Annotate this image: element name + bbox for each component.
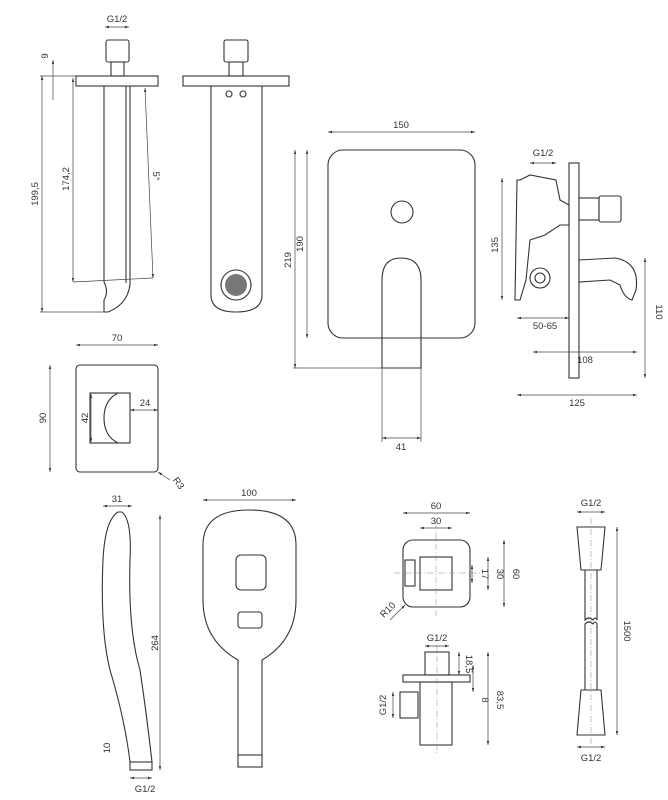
hand-shower-front-view: 100: [202, 488, 297, 768]
outlet-side-thread-label: G1/2: [378, 695, 389, 716]
outlet-side-view: G1/2 18,5 8 83,5 G1/2: [378, 633, 505, 755]
spout-flange-label: 9: [40, 53, 51, 58]
wall-plate-view: 70 90 42 24 R3: [38, 333, 186, 492]
outlet-height-label: 60: [510, 569, 521, 580]
total-depth-label: 125: [569, 398, 585, 409]
depth-range-label: 50-65: [533, 321, 557, 332]
spout-side-view: G1/2 9 199,5 174,2 5°: [30, 14, 161, 313]
hand-shower-length-label: 264: [150, 635, 161, 651]
plate-radius-label: R3: [170, 475, 186, 491]
aerator-icon: [220, 269, 252, 301]
mixer-total-height-label: 219: [283, 252, 294, 268]
outlet-top-height-label: 18,5: [463, 655, 474, 674]
hose-bottom-thread-label: G1/2: [581, 753, 602, 764]
spout-height-label: 199,5: [30, 182, 41, 206]
hand-shower-width-label: 100: [241, 488, 257, 499]
mixer-lever-height-label: 110: [653, 304, 664, 319]
mixer-front-view: 150 190 219 41: [283, 120, 476, 453]
hose-top-thread-label: G1/2: [581, 498, 602, 509]
outlet-width-label: 60: [431, 501, 442, 512]
offset-label: 24: [140, 398, 151, 409]
mixer-side-thread-label: G1/2: [533, 148, 554, 159]
outlet-inner-height-label: 30: [494, 569, 505, 580]
hand-shower-thread-label: G1/2: [135, 784, 156, 795]
outlet-hole-label: 17: [479, 569, 490, 580]
spout-body-label: 174,2: [61, 167, 72, 191]
outlet-radius-label: R10: [378, 600, 398, 620]
outlet-top-thread-label: G1/2: [427, 633, 448, 644]
mixer-width-label: 150: [393, 120, 409, 131]
plate-height-label: 90: [38, 413, 49, 424]
lever-depth-label: 108: [577, 355, 593, 366]
mixer-plate-height-label: 190: [295, 236, 306, 252]
outlet-plate-label: 8: [479, 697, 490, 702]
spout-front-view: [182, 39, 290, 313]
mixer-side-view: G1/2 135 110 50-65 108 125: [490, 148, 664, 409]
outlet-front-view: 60 30 17 30 60 R10: [378, 501, 521, 620]
hose-view: G1/2 1500 G1/2: [576, 498, 632, 764]
hand-shower-neck-label: 10: [102, 743, 113, 754]
outlet-total-height-label: 83,5: [494, 691, 505, 710]
hand-shower-thickness-label: 31: [112, 494, 123, 505]
outlet-inner-width-label: 30: [431, 516, 442, 527]
plate-width-label: 70: [112, 333, 123, 344]
lever-width-label: 41: [396, 442, 407, 453]
mixer-side-height-label: 135: [490, 237, 501, 253]
hose-length-label: 1500: [621, 620, 632, 641]
spout-angle-label: 5°: [150, 171, 161, 180]
opening-height-label: 42: [80, 413, 91, 424]
spout-thread-label: G1/2: [107, 14, 128, 25]
hand-shower-side-view: 31 264 10 G1/2: [101, 494, 162, 795]
